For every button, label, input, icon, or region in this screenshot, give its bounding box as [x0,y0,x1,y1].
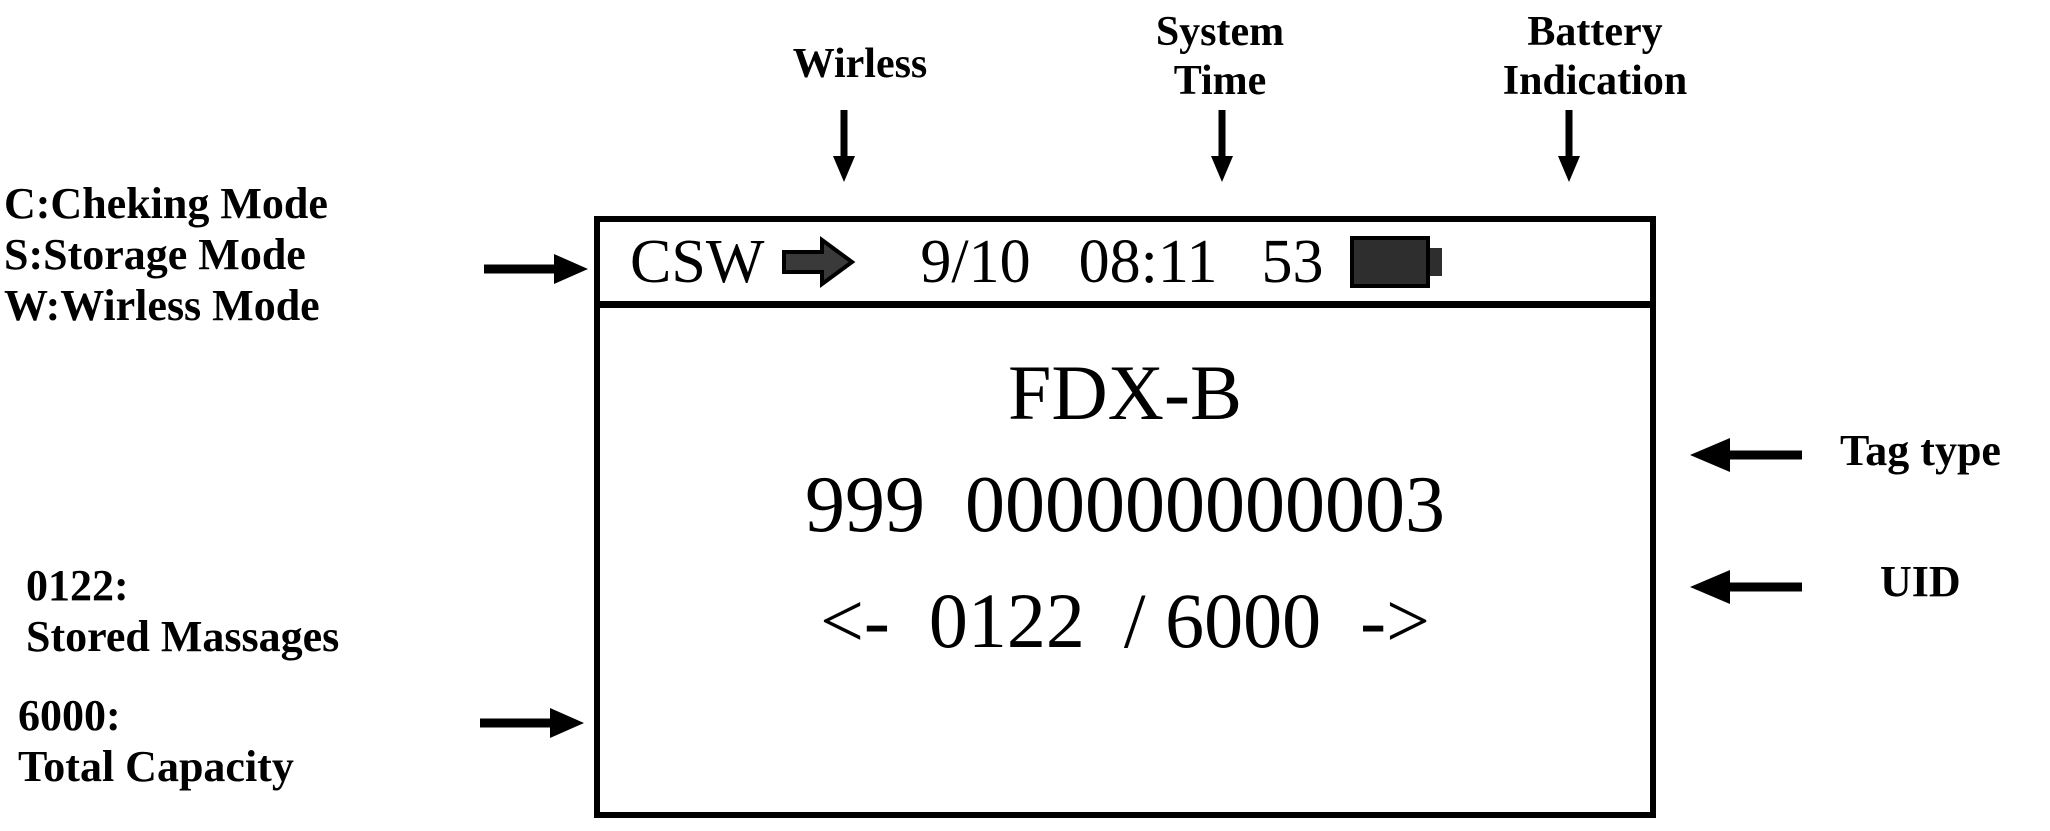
status-date: 9/10 [920,227,1031,296]
status-time: 08:11 [1078,227,1218,296]
pointer-arrow-battery-down [1557,110,1581,182]
battery-full-icon [1349,235,1442,288]
pointer-arrow-mode-right [484,246,588,292]
annotation-uid-label: UID [1880,557,1961,606]
status-battery-percent: 53 [1261,227,1324,296]
pointer-arrow-uid-left [1690,564,1802,610]
annotation-battery-indication-label: Battery Indication [1502,9,1688,104]
status-bar: CSW 9/10 08:11 53 [600,222,1650,308]
status-mode-indicator: CSW [630,227,765,296]
pointer-arrow-wireless-down [832,110,856,182]
uid-value: 999 000000000003 [805,461,1445,549]
right-block-arrow-icon [782,235,856,288]
record-pager[interactable]: <- 0122 / 6000 -> [819,577,1431,664]
screen-content: FDX-B 999 000000000003 <- 0122 / 6000 -> [600,308,1650,812]
annotation-system-time-label: System Time [1155,9,1285,104]
device-screen-frame: CSW 9/10 08:11 53 FDX-B 999 000000000003… [594,216,1656,818]
annotation-stored-messages-label: 0122: Stored Massages [26,561,340,662]
tag-type-value: FDX-B [1007,349,1243,436]
annotation-mode-legend-label: C:Cheking Mode S:Storage Mode W:Wirless … [4,179,328,331]
pointer-arrow-capacity-right [480,700,584,746]
pointer-arrow-system-time-down [1210,110,1234,182]
annotation-tag-type-label: Tag type [1840,426,2001,475]
annotation-total-capacity-label: 6000: Total Capacity [18,691,294,792]
pointer-arrow-tag-type-left [1690,432,1802,478]
annotation-wireless-label: Wirless [792,41,928,87]
